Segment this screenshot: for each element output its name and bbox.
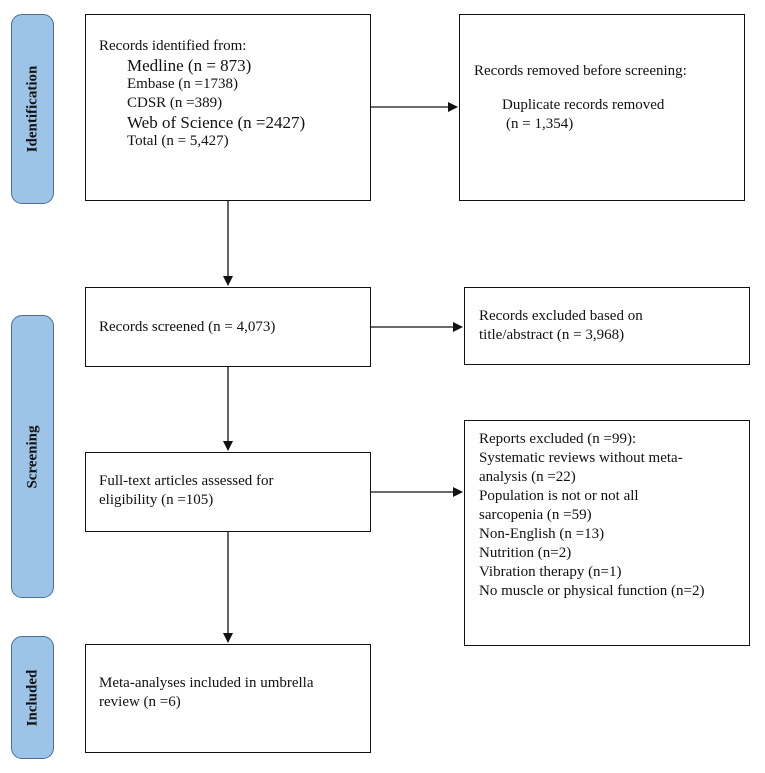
fulltext-assessed-line2: eligibility (n =105): [99, 492, 214, 508]
records-total: Total (n = 5,427): [127, 133, 229, 149]
records-cdsr: CDSR (n =389): [127, 95, 223, 111]
records-excluded-box: Records excluded based on title/abstract…: [464, 287, 750, 365]
records-removed-heading: Records removed before screening:: [474, 63, 687, 79]
reports-excluded-list: Reports excluded (n =99): Systematic revi…: [479, 430, 749, 601]
reports-excluded-line: Systematic reviews without meta-: [479, 450, 683, 466]
records-identified-heading: Records identified from:: [99, 38, 247, 54]
reports-excluded-line: Reports excluded (n =99):: [479, 431, 637, 447]
duplicates-removed-count: (n = 1,354): [506, 116, 574, 132]
reports-excluded-line: Vibration therapy (n=1): [479, 564, 622, 580]
reports-excluded-line: No muscle or physical function (n=2): [479, 583, 705, 599]
records-identified-box: Records identified from: Medline (n = 87…: [85, 14, 371, 201]
fulltext-assessed-line1: Full-text articles assessed for: [99, 473, 274, 489]
reports-excluded-box: Reports excluded (n =99): Systematic revi…: [464, 420, 750, 646]
records-excluded-line2: title/abstract (n = 3,968): [479, 327, 625, 343]
included-box: Meta-analyses included in umbrella revie…: [85, 644, 371, 753]
stage-identification: Identification: [11, 14, 54, 204]
stage-screening: Screening: [11, 315, 54, 598]
records-embase: Embase (n =1738): [127, 76, 238, 92]
records-removed-box: Records removed before screening: Duplic…: [459, 14, 745, 201]
included-line2: review (n =6): [99, 694, 181, 710]
reports-excluded-line: analysis (n =22): [479, 469, 576, 485]
included-line1: Meta-analyses included in umbrella: [99, 675, 314, 691]
reports-excluded-line: sarcopenia (n =59): [479, 507, 592, 523]
records-screened-box: Records screened (n = 4,073): [85, 287, 371, 367]
records-medline: Medline (n = 873): [127, 56, 252, 75]
records-screened-text: Records screened (n = 4,073): [99, 319, 276, 335]
reports-excluded-line: Non-English (n =13): [479, 526, 605, 542]
stage-included: Included: [11, 636, 54, 759]
records-web-of-science: Web of Science (n =2427): [127, 113, 306, 132]
reports-excluded-line: Nutrition (n=2): [479, 545, 572, 561]
records-excluded-line1: Records excluded based on: [479, 308, 643, 324]
fulltext-assessed-box: Full-text articles assessed for eligibil…: [85, 452, 371, 532]
reports-excluded-line: Population is not or not all: [479, 488, 639, 504]
duplicates-removed-label: Duplicate records removed: [502, 97, 665, 113]
